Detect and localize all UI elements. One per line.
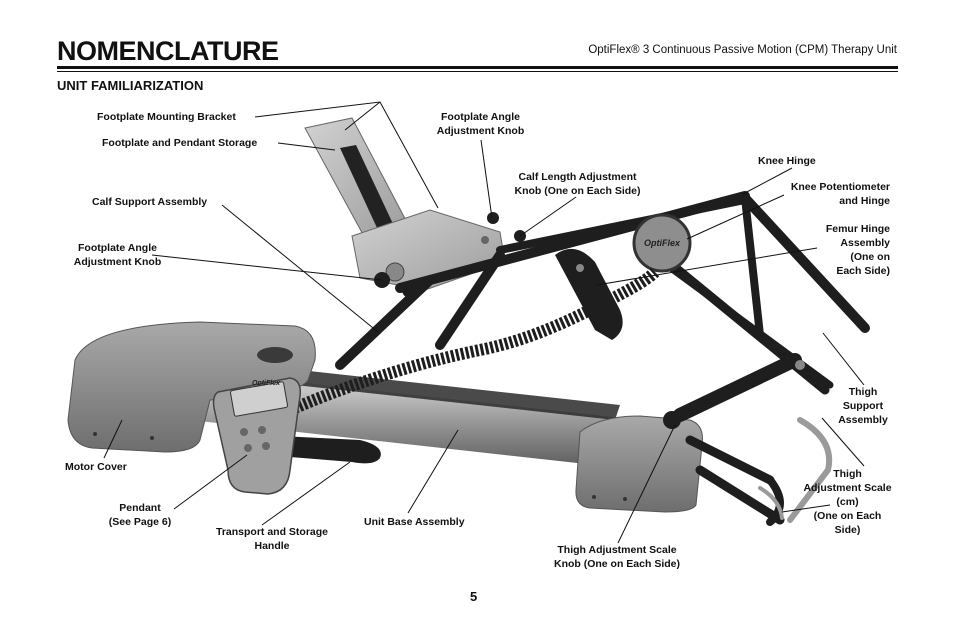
label-line: Side) [834,524,861,536]
label-motor-cover: Motor Cover [65,461,127,473]
label-knee-potentiometer: Knee Potentiometer and Hinge [770,180,890,208]
thigh-scale-knob [663,411,681,429]
footplate-angle-knob-top [487,212,499,224]
header-rule-thick [57,66,898,69]
label-line: (One on [850,251,890,263]
femur-hinge-plate [555,248,623,340]
label-line: Support [842,400,884,412]
label-line: Adjustment Knob [436,125,525,137]
label-footplate-angle-knob-top: Footplate Angle Adjustment Knob [428,110,533,138]
label-footplate-mounting-bracket: Footplate Mounting Bracket [97,111,236,123]
section-title: UNIT FAMILIARIZATION [57,78,204,93]
label-line: Assembly [838,414,888,426]
label-line: Assembly [840,237,890,249]
label-line: Calf Length Adjustment [518,171,637,183]
label-line: Thigh [848,386,878,398]
thigh-support-bolt [795,360,805,370]
motor-cover [67,321,316,453]
thigh-end-housing [575,415,703,513]
transport-handle [278,436,381,464]
label-thigh-adjustment-scale: Thigh Adjustment Scale (cm) (One on Each… [795,467,900,537]
label-footplate-angle-knob-left: Footplate Angle Adjustment Knob [65,241,170,269]
pendant-logo: OptiFlex [252,380,281,387]
thigh-adjustment-scale [758,417,833,523]
potentiometer-logo: OptiFlex [644,238,681,248]
label-line: Thigh [833,468,862,480]
label-thigh-support-assembly: Thigh Support Assembly [828,385,898,427]
label-unit-base-assembly: Unit Base Assembly [364,516,465,528]
label-line: (One on Each [813,510,882,522]
label-line: Pendant [119,502,161,514]
header-rule-thin [57,71,898,72]
label-line: (cm) [836,496,859,508]
coiled-cable [287,267,660,416]
page-title: NOMENCLATURE [57,36,279,66]
label-knee-hinge: Knee Hinge [758,155,816,167]
label-femur-hinge-assembly: Femur Hinge Assembly (One on Each Side) [800,222,890,278]
label-transport-handle: Transport and Storage Handle [204,525,340,553]
label-thigh-scale-knob: Thigh Adjustment Scale Knob (One on Each… [544,543,690,571]
label-line: Footplate Angle [441,111,520,123]
pendant-device: OptiFlex [212,377,302,495]
label-line: (See Page 6) [108,516,172,528]
label-line: Knob (One on Each Side) [514,185,641,197]
label-line: Transport and Storage [215,526,329,538]
label-line: Knee Potentiometer [790,181,890,193]
label-line: Handle [254,540,290,552]
label-pendant: Pendant (See Page 6) [100,501,180,529]
label-line: Knob (One on Each Side) [553,558,680,570]
label-line: Thigh Adjustment Scale [557,544,677,556]
product-name: OptiFlex® 3 Continuous Passive Motion (C… [588,44,897,56]
label-line: Femur Hinge [825,223,890,235]
label-line: Each Side) [836,265,890,277]
page-number: 5 [470,589,478,604]
knee-potentiometer: OptiFlex [632,213,692,273]
label-line: Footplate Angle [78,242,157,254]
label-line: and Hinge [839,195,890,207]
leader-lines [103,101,865,544]
label-calf-support-assembly: Calf Support Assembly [92,196,208,208]
label-line: Adjustment Scale [803,482,892,494]
label-calf-length-knob: Calf Length Adjustment Knob (One on Each… [505,170,650,198]
label-footplate-pendant-storage: Footplate and Pendant Storage [102,137,258,149]
label-line: Adjustment Knob [73,256,162,268]
footplate-angle-knob-right [402,282,418,298]
